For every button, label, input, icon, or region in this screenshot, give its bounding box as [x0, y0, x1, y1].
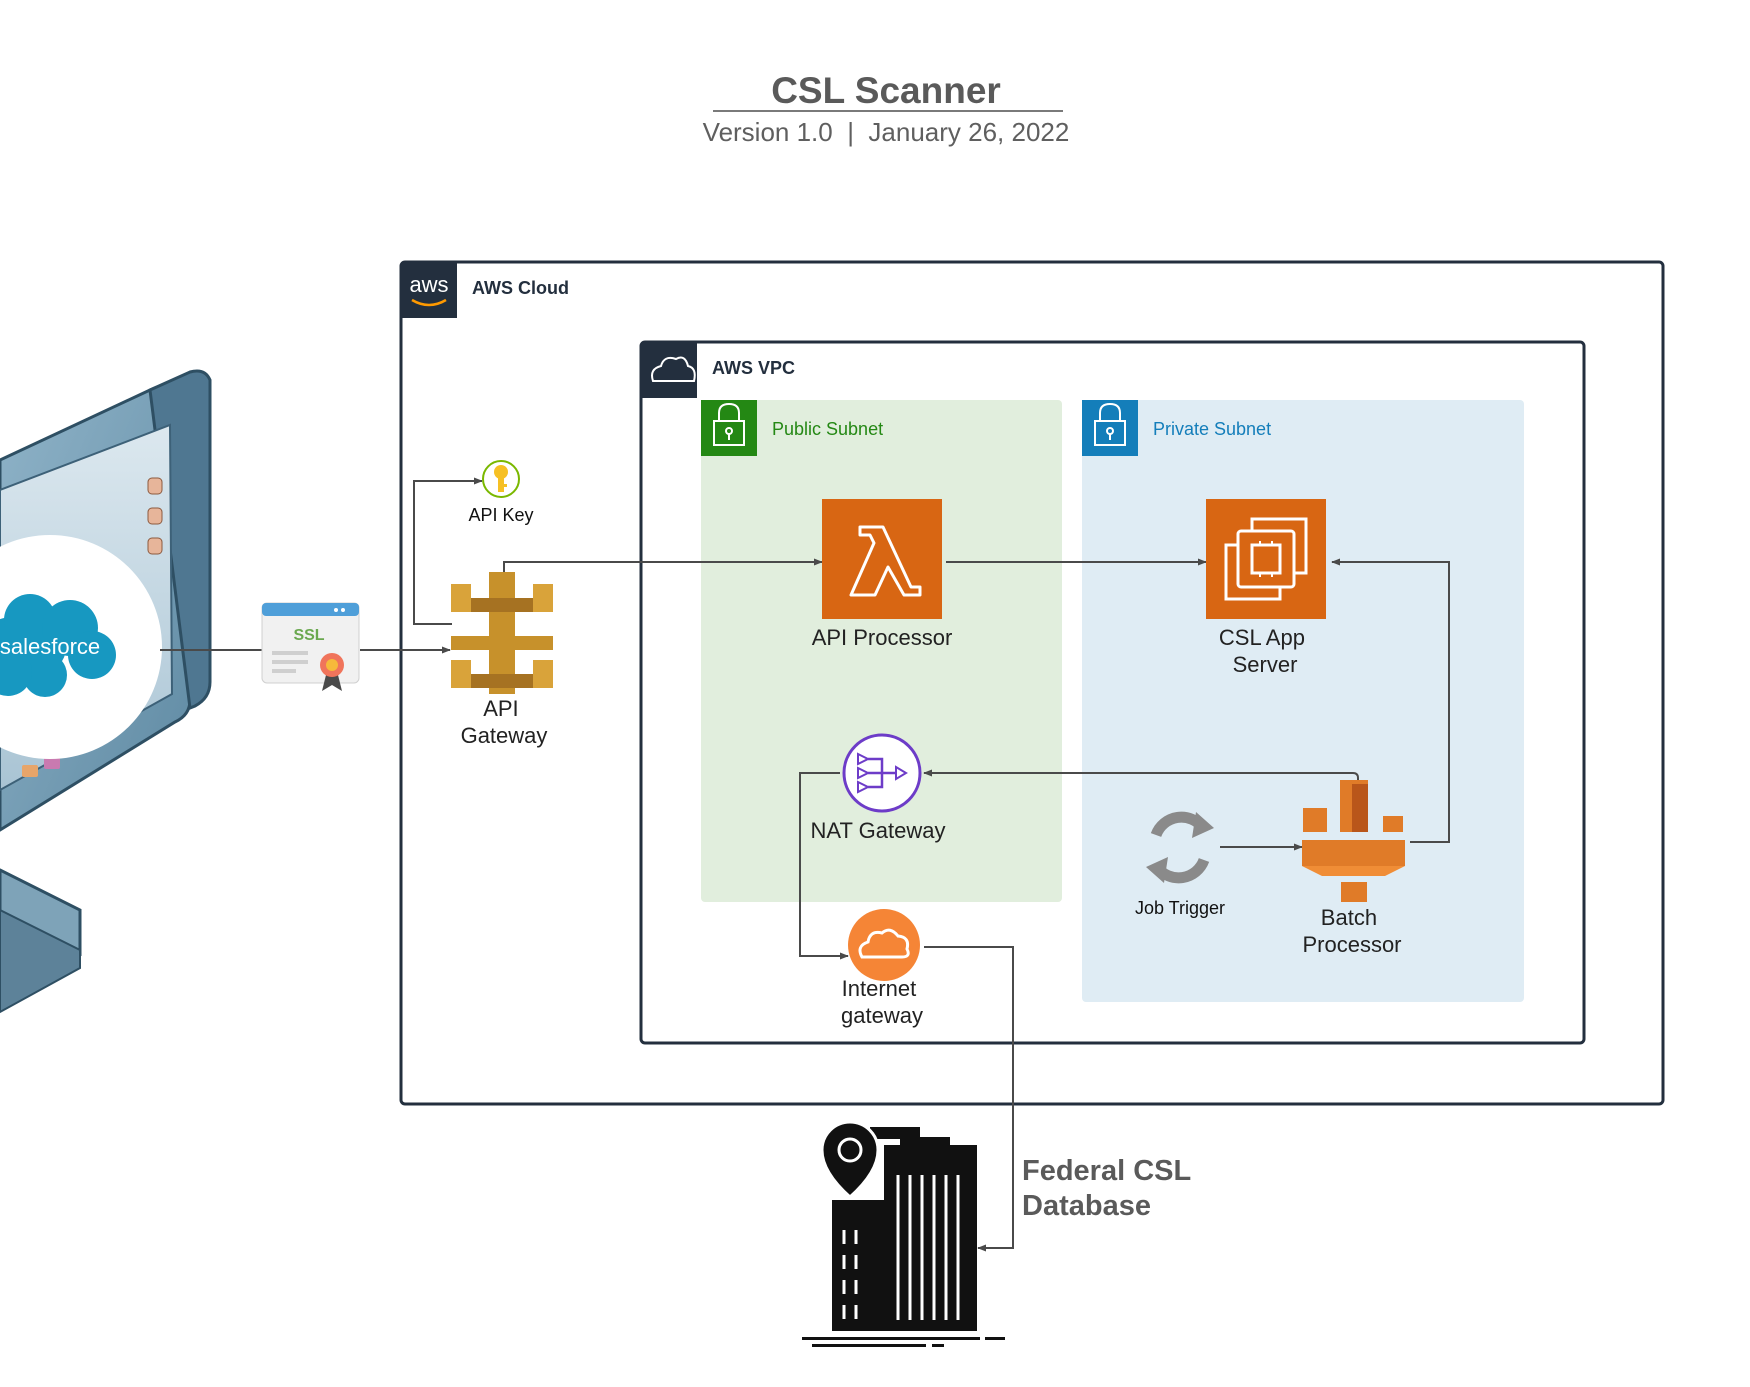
batch-processor-label-line1: Batch [1321, 905, 1377, 930]
federal-db-label-line2: Database [1022, 1190, 1151, 1222]
internet-gateway-label: Internet gateway [841, 976, 923, 1028]
federal-db-label-line1: Federal CSL [1022, 1155, 1191, 1187]
location-pin-icon [820, 1120, 880, 1200]
ssl-label: SSL [293, 627, 324, 644]
cloud-icon [651, 356, 696, 382]
api-key-label: API Key [468, 505, 533, 525]
csl-app-server-label-line2: Server [1233, 652, 1298, 677]
job-trigger-label: Job Trigger [1135, 898, 1225, 918]
csl-app-server-label-line1: CSL App [1219, 625, 1305, 650]
batch-processor-label-line2: Processor [1302, 932, 1401, 957]
lock-icon [1094, 402, 1126, 446]
key-icon [482, 460, 520, 498]
api-processor-label: API Processor [812, 625, 953, 650]
nat-gateway-icon [842, 733, 922, 813]
aws-vpc-group: AWS VPC [639, 340, 1586, 1045]
ec2-icon [1206, 499, 1326, 619]
batch-icon [1302, 780, 1405, 902]
aws-smile [411, 298, 447, 307]
csl-app-server-label: CSL App Server [1219, 625, 1311, 677]
public-subnet-label: Public Subnet [772, 419, 883, 439]
internet-gateway-icon [848, 909, 920, 981]
lock-icon [713, 402, 745, 446]
aws-vpc-label: AWS VPC [712, 358, 795, 378]
ssl-certificate-icon: SSL [261, 602, 360, 691]
aws-cloud-group: aws AWS Cloud [399, 260, 1665, 1106]
public-subnet-group: Public Subnet [701, 400, 1062, 902]
diagram-title: CSL Scanner [771, 70, 1001, 111]
salesforce-label: salesforce [0, 634, 100, 659]
edge-nat-igw [799, 772, 849, 960]
internet-gateway-label-line1: Internet [842, 976, 917, 1001]
nat-gateway-label: NAT Gateway [811, 818, 946, 843]
edge-batch-nat [923, 769, 1359, 786]
federal-db-label: Federal CSL Database [1022, 1155, 1199, 1222]
internet-gateway-label-line2: gateway [841, 1003, 923, 1028]
refresh-icon [1146, 811, 1214, 884]
aws-cloud-label: AWS Cloud [472, 278, 569, 298]
edge-gateway-apikey [413, 477, 483, 625]
api-gateway-label: API Gateway [461, 696, 548, 748]
salesforce-logo: salesforce [0, 594, 116, 697]
api-gateway-label-line1: API [483, 696, 518, 721]
api-gateway-icon [451, 572, 553, 694]
aws-logo: aws [409, 272, 448, 297]
edge-batch-appserver [1331, 558, 1450, 843]
lambda-icon [822, 499, 942, 619]
edge-igw-database [924, 946, 1014, 1252]
api-gateway-label-line2: Gateway [461, 723, 548, 748]
batch-processor-label: Batch Processor [1302, 905, 1401, 957]
building-icon [802, 1127, 1005, 1347]
private-subnet-label: Private Subnet [1153, 419, 1271, 439]
diagram-subtitle: Version 1.0 | January 26, 2022 [703, 117, 1070, 147]
private-subnet-group: Private Subnet [1082, 400, 1524, 1002]
